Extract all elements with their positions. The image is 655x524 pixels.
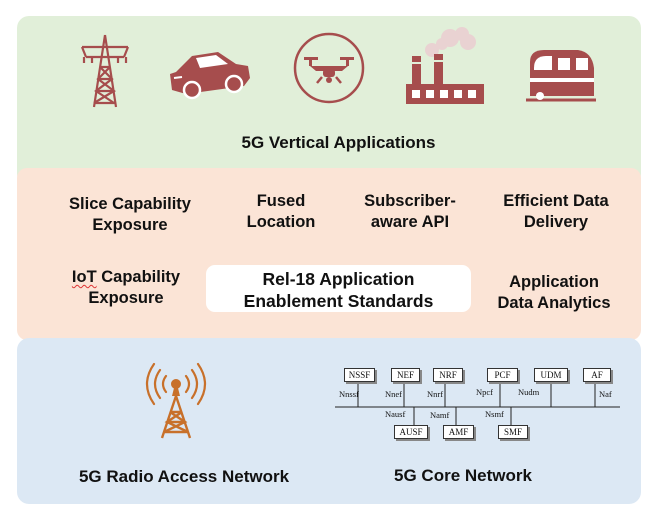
subscriber-aware-api-label: Subscriber- aware API <box>350 191 470 233</box>
ref-npcf: Npcf <box>476 387 493 397</box>
drone-icon <box>293 32 365 104</box>
fused-location-line2: Location <box>246 213 316 231</box>
ref-nsmf: Nsmf <box>485 409 504 419</box>
nf-nef: NEF <box>391 368 420 382</box>
antenna-tower-icon <box>145 362 207 439</box>
efficient-line1: Efficient Data <box>503 192 609 210</box>
fused-location-label: Fused Location <box>226 191 336 233</box>
rel18-line2: Enablement Standards <box>243 291 434 311</box>
ref-nnrf: Nnrf <box>427 389 444 399</box>
slice-capability-line1: Slice Capability <box>69 195 191 213</box>
iot-capability-label: IoT Capability Exposure <box>52 267 200 309</box>
train-icon <box>526 50 596 102</box>
nf-smf: SMF <box>498 425 528 439</box>
analytics-line1: Application <box>509 273 599 291</box>
nf-nssf: NSSF <box>344 368 375 382</box>
core-network-title: 5G Core Network <box>394 466 532 485</box>
efficient-line2: Delivery <box>523 213 589 231</box>
nf-nrf: NRF <box>433 368 463 382</box>
rel18-enablement-box: Rel-18 Application Enablement Standards <box>206 265 471 312</box>
subscriber-line2: aware API <box>370 213 450 231</box>
core-network-bus <box>335 382 620 426</box>
ref-namf: Namf <box>430 410 450 420</box>
capability-word: Capability <box>96 268 181 286</box>
power-tower-icon <box>80 34 130 108</box>
slice-capability-line2: Exposure <box>92 216 168 234</box>
ref-nnef: Nnef <box>385 389 402 399</box>
nf-udm: UDM <box>534 368 568 382</box>
nf-pcf: PCF <box>487 368 518 382</box>
iot-line1: IoT Capability <box>52 267 200 288</box>
iot-line2: Exposure <box>88 289 164 307</box>
subscriber-line1: Subscriber- <box>364 192 456 210</box>
application-data-analytics-label: Application Data Analytics <box>484 272 624 314</box>
car-icon <box>170 52 250 100</box>
radio-access-network-title: 5G Radio Access Network <box>78 467 290 486</box>
rel18-line1: Rel-18 Application <box>262 269 415 289</box>
nf-amf: AMF <box>443 425 474 439</box>
ref-nausf: Nausf <box>385 409 406 419</box>
analytics-line2: Data Analytics <box>497 294 611 312</box>
efficient-data-delivery-label: Efficient Data Delivery <box>486 191 626 233</box>
ref-nudm: Nudm <box>518 387 540 397</box>
ref-nnssf: Nnssf <box>339 389 359 399</box>
network-band <box>17 338 641 504</box>
nf-ausf: AUSF <box>394 425 428 439</box>
nf-af: AF <box>583 368 611 382</box>
ref-naf: Naf <box>599 389 612 399</box>
slice-capability-label: Slice Capability Exposure <box>54 194 206 236</box>
factory-icon <box>406 27 484 104</box>
iot-word: IoT <box>71 268 97 286</box>
vertical-applications-title: 5G Vertical Applications <box>241 133 436 152</box>
fused-location-line1: Fused <box>256 192 306 210</box>
